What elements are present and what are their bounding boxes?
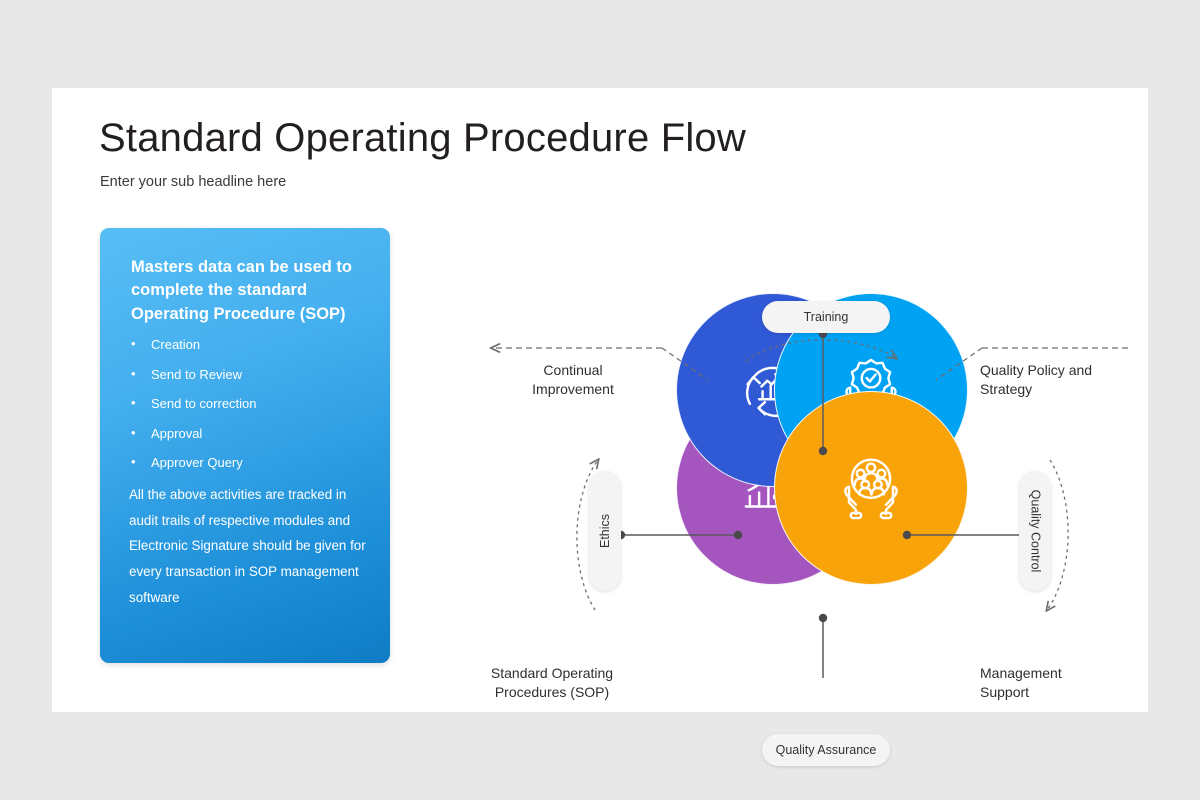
page-subtitle: Enter your sub headline here xyxy=(100,174,287,190)
label-line-2: Procedures (SOP) xyxy=(494,683,610,700)
pill-training[interactable]: Training xyxy=(762,301,890,333)
label-management-support: Management Support xyxy=(980,664,1160,702)
list-item: • Approval xyxy=(131,424,371,441)
pill-quality-assurance-label: Quality Assurance xyxy=(775,743,877,757)
label-continual-improvement: Continual Improvement xyxy=(498,361,648,399)
info-panel: Masters data can be used to complete the… xyxy=(100,228,390,663)
list-item: • Send to Review xyxy=(131,365,371,382)
list-item-label: Send to correction xyxy=(151,396,257,411)
slide-canvas: Standard Operating Procedure Flow Enter … xyxy=(52,88,1148,766)
list-item: • Creation xyxy=(131,336,371,352)
label-line-1: Management xyxy=(980,665,1062,681)
hands-people-group-icon xyxy=(775,392,967,584)
label-line-2: Strategy xyxy=(980,380,1033,397)
pill-training-label: Training xyxy=(803,310,849,324)
bullet-icon: • xyxy=(131,424,136,440)
label-line-1: Continual xyxy=(543,362,603,378)
list-item: • Send to correction xyxy=(131,395,371,411)
panel-bullet-list: • Creation • Send to Review • Send to co… xyxy=(131,336,371,486)
bullet-icon: • xyxy=(131,336,136,351)
list-item-label: Approval xyxy=(151,425,203,441)
pill-quality-control-label: Quality Control xyxy=(1028,489,1042,573)
label-line-2: Support xyxy=(980,683,1030,700)
label-line-1: Standard Operating xyxy=(490,665,614,681)
list-item: • Approver Query xyxy=(131,454,371,470)
pill-quality-control[interactable]: Quality Control xyxy=(1019,471,1051,591)
list-item-label: Send to Review xyxy=(151,366,243,382)
label-line-1: Quality Policy and xyxy=(980,362,1093,378)
label-line-2: Improvement xyxy=(532,380,614,397)
bullet-icon: • xyxy=(131,454,136,469)
panel-heading: Masters data can be used to complete the… xyxy=(131,258,352,323)
venn-circle-management-support[interactable] xyxy=(774,391,968,585)
venn-diagram: Training Ethics Quality Control Quality … xyxy=(390,148,1130,766)
connector-lines xyxy=(390,329,1130,678)
pill-quality-assurance[interactable]: Quality Assurance xyxy=(762,734,890,766)
label-quality-policy-strategy: Quality Policy and Strategy xyxy=(980,361,1160,399)
list-item-label: Approver Query xyxy=(151,455,243,470)
pill-ethics[interactable]: Ethics xyxy=(589,471,621,591)
page-title: Standard Operating Procedure Flow xyxy=(99,116,746,160)
panel-paragraph: All the above activities are tracked in … xyxy=(129,487,366,605)
bullet-icon: • xyxy=(131,365,136,381)
bullet-icon: • xyxy=(131,395,136,410)
list-item-label: Creation xyxy=(151,337,201,352)
pill-ethics-label: Ethics xyxy=(598,513,613,549)
label-standard-operating-procedures: Standard Operating Procedures (SOP) xyxy=(452,664,652,702)
